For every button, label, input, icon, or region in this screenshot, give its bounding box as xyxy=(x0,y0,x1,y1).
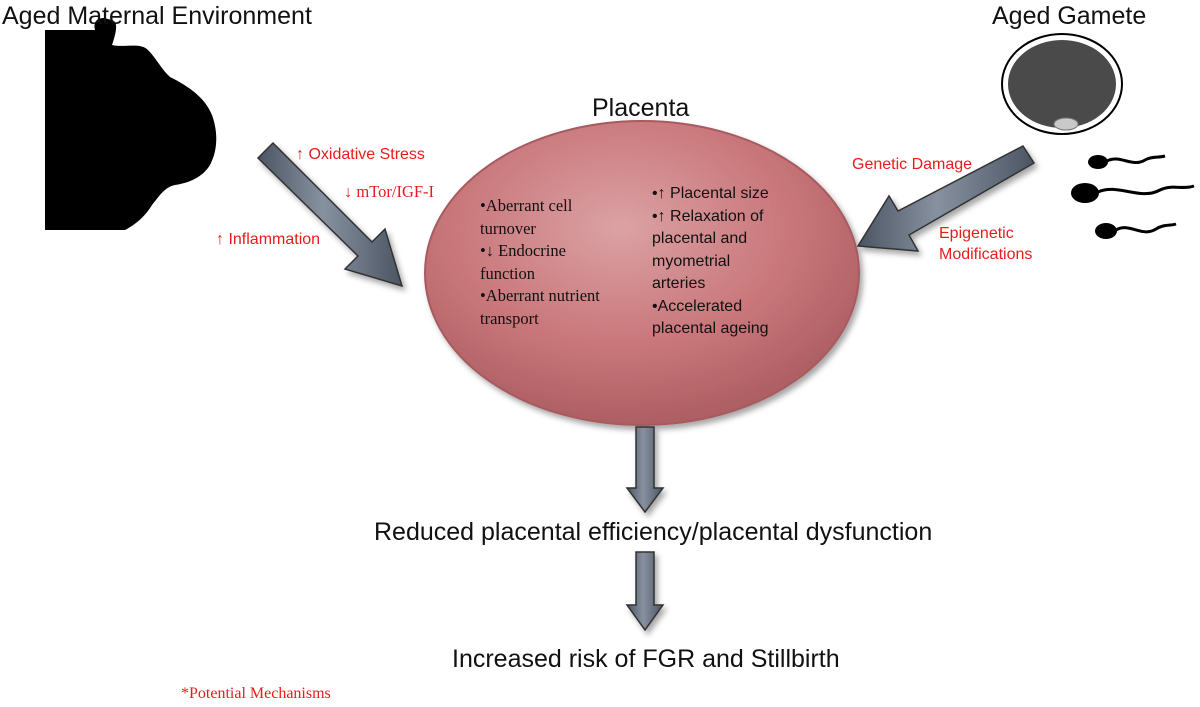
mtor-igf-label: ↓ mTor/IGF-I xyxy=(344,182,435,201)
placenta-right-line: arteries xyxy=(652,275,706,292)
placental-dysfunction-label: Reduced placental efficiency/placental d… xyxy=(374,518,933,546)
placenta-left-line: turnover xyxy=(480,218,536,238)
placenta-right-line: •↑ Placental size xyxy=(652,185,769,202)
genetic-damage-label: Genetic Damage xyxy=(852,156,973,173)
pregnant-woman-silhouette-icon xyxy=(45,18,217,230)
oxidative-stress-label: ↑ Oxidative Stress xyxy=(296,146,425,163)
placenta-right-line: placental ageing xyxy=(652,320,769,337)
placenta-left-bullets: •Aberrant cell turnover •↓ Endocrine fun… xyxy=(480,195,600,330)
placenta-left-line: •Aberrant cell xyxy=(480,196,573,215)
placenta-left-line: transport xyxy=(480,308,539,328)
sperm-cells-icon xyxy=(1071,154,1195,239)
aged-maternal-environment-title: Aged Maternal Environment xyxy=(2,2,312,30)
egg-cell-icon xyxy=(1001,33,1123,135)
inflammation-label: ↑ Inflammation xyxy=(216,231,321,248)
arrow-placenta-to-dysfunction xyxy=(625,426,665,514)
arrow-dysfunction-to-risk xyxy=(625,551,665,632)
aged-gamete-title: Aged Gamete xyxy=(992,2,1147,30)
placenta-left-line: function xyxy=(480,263,535,283)
placenta-left-line: •Aberrant nutrient xyxy=(480,286,600,305)
placenta-title: Placenta xyxy=(592,94,690,122)
placenta-right-bullets: •↑ Placental size •↑ Relaxation of place… xyxy=(652,183,769,341)
increased-risk-label: Increased risk of FGR and Stillbirth xyxy=(452,645,840,673)
placenta-right-line: myometrial xyxy=(652,252,731,270)
arrow-maternal-to-placenta xyxy=(256,141,404,288)
epigenetic-label-line2: Modifications xyxy=(939,246,1033,263)
placenta-right-line: •↑ Relaxation of xyxy=(652,207,764,225)
placenta-right-line: •Accelerated xyxy=(652,297,743,315)
epigenetic-label-line1: Epigenetic xyxy=(939,225,1014,242)
placenta-left-line: •↓ Endocrine xyxy=(480,241,566,260)
placenta-right-line: placental and xyxy=(652,230,748,247)
arrow-gamete-to-placenta xyxy=(856,145,1036,252)
placenta-shape xyxy=(424,120,860,426)
potential-mechanisms-footnote: *Potential Mechanisms xyxy=(181,685,331,702)
